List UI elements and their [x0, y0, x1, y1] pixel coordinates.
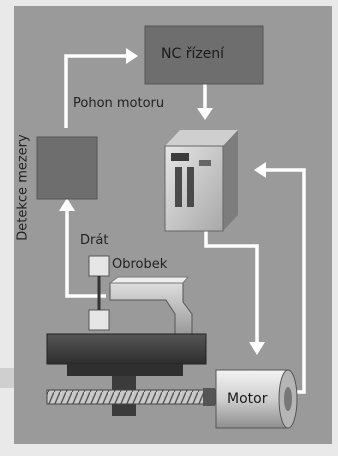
- gap-detection-label: Detekce mezery: [15, 134, 31, 241]
- arrowhead-feedback: [254, 162, 266, 178]
- gap-detection-box: [36, 136, 98, 200]
- motor-drive-label: Pohon motoru: [73, 96, 165, 111]
- screw-coupling: [203, 388, 215, 406]
- motor-drive-unit: [164, 130, 238, 232]
- nc-control-label: NC řízení: [161, 46, 225, 62]
- upper-wire-guide: [88, 255, 110, 277]
- page-margin-right: [332, 0, 338, 456]
- workpiece: [108, 276, 193, 335]
- motor-label: Motor: [227, 391, 268, 407]
- arrowhead-drive: [197, 108, 213, 120]
- page-margin-tab: [0, 368, 14, 388]
- arrowhead-motor: [249, 342, 265, 355]
- page-margin-bottom: [0, 444, 338, 456]
- page-margin-top: [0, 0, 338, 6]
- table-base: [67, 364, 183, 376]
- lower-wire-guide: [88, 309, 110, 331]
- page-margin-left: [0, 0, 14, 456]
- nc-control-box: [144, 25, 264, 85]
- wire-label: Drát: [80, 233, 109, 248]
- motor: [215, 369, 298, 429]
- arrowhead-gap: [59, 198, 75, 211]
- lead-screw: [46, 389, 216, 405]
- arrow-heads: [59, 48, 266, 355]
- workpiece-label: Obrobek: [112, 257, 168, 272]
- arrow-wire-to-gap: [65, 210, 106, 298]
- arrowhead-nc: [126, 48, 138, 64]
- machine-table: [46, 333, 207, 365]
- arrow-gap-to-nc: [64, 54, 128, 128]
- arrow-motor-to-drive: [262, 168, 306, 394]
